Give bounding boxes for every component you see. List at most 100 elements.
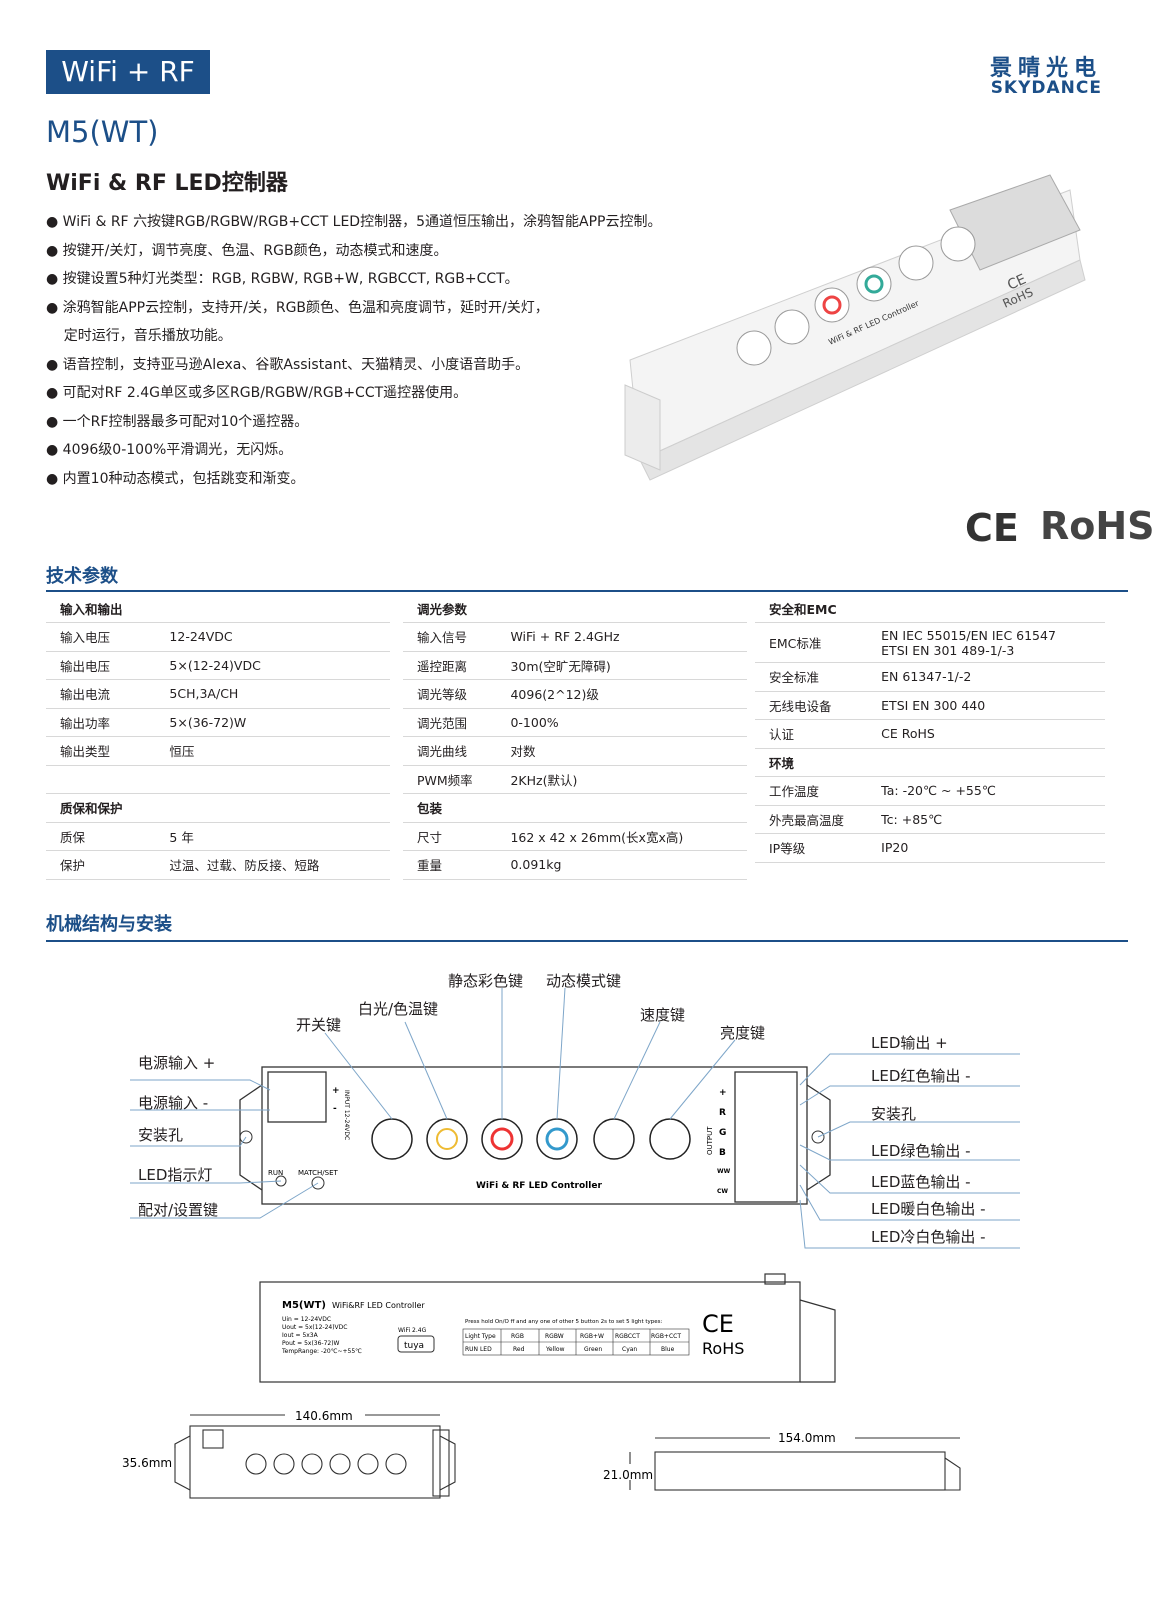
spec-header: 安全和EMC: [755, 594, 868, 623]
spec-value: ETSI EN 300 440: [867, 691, 1105, 720]
spec-key: 调光等级: [403, 679, 497, 709]
spec-value: 12-24VDC: [155, 622, 390, 652]
light-type-header: Light Type: [465, 1333, 496, 1340]
spec-value: 30m(空旷无障碍): [496, 651, 747, 680]
spec-key: 尺寸: [403, 822, 497, 851]
spec-key: 调光范围: [403, 708, 497, 737]
feature-item: ● 涂鸦智能APP云控制，支持开/关，RGB颜色、色温和亮度调节，延时开/关灯，: [46, 299, 549, 316]
spec-value: 5×(12-24)VDC: [155, 651, 390, 680]
back-ce: CE: [702, 1310, 734, 1338]
spec-key: 重量: [403, 850, 497, 880]
terminal-label: R: [719, 1108, 726, 1118]
ce-mark: CE: [965, 506, 1019, 550]
light-type-header: RGBW: [545, 1333, 564, 1340]
callout-white-cct: 白光/色温键: [358, 1000, 439, 1018]
spec-key: EMC标准: [755, 622, 868, 663]
terminal-label: CW: [717, 1188, 728, 1195]
callout-led-red: LED红色输出 -: [871, 1067, 971, 1085]
callout-led-cool-white: LED冷白色输出 -: [871, 1228, 986, 1246]
run-led-cell: Green: [584, 1346, 602, 1353]
spec-key: 调光曲线: [403, 736, 497, 766]
spec-key: 输出类型: [46, 736, 156, 766]
spec-key: 工作温度: [755, 776, 868, 806]
light-type-header: RGB+W: [580, 1333, 604, 1340]
feature-item: ● 内置10种动态模式，包括跳变和渐变。: [46, 470, 305, 487]
front-view-diagram: WiFi & RF LED Controller RUN MATCH/SET I…: [130, 987, 1020, 1249]
callout-led-blue: LED蓝色输出 -: [871, 1173, 971, 1191]
back-spec-line: Uin = 12-24VDC: [282, 1316, 331, 1323]
photo-ce: CE: [1005, 271, 1029, 293]
terminal-label: WW: [717, 1168, 731, 1175]
spec-value: 4096(2^12)级: [496, 679, 747, 709]
feature-item: ● WiFi & RF 六按键RGB/RGBW/RGB+CCT LED控制器，5…: [46, 214, 662, 230]
spec-key: 无线电设备: [755, 691, 868, 720]
match-label: MATCH/SET: [298, 1169, 339, 1177]
brand-name-cn: 景晴光电: [989, 56, 1102, 81]
spec-value: 5CH,3A/CH: [155, 679, 390, 709]
spec-header: 环境: [755, 748, 868, 777]
spec-key: 输出电流: [46, 679, 156, 709]
feature-item: ● 可配对RF 2.4G单区或多区RGB/RGBW/RGB+CCT遥控器使用。: [46, 385, 468, 401]
terminal-label: -: [333, 1104, 337, 1114]
spec-value: IP20: [867, 833, 1105, 863]
back-label-view: M5(WT) WiFi&RF LED Controller Uin = 12-2…: [259, 1273, 836, 1383]
spec-value: 5×(36-72)W: [155, 708, 390, 737]
run-led-cell: Red: [513, 1346, 525, 1353]
spec-value: EN 61347-1/-2: [867, 662, 1105, 692]
spec-key: 输出功率: [46, 708, 156, 737]
feature-item: ● 4096级0-100%平滑调光，无闪烁。: [46, 442, 293, 458]
run-led-cell: Cyan: [622, 1346, 637, 1353]
light-type-header: RGB: [511, 1333, 524, 1340]
terminal-label: +: [332, 1086, 340, 1096]
run-label: RUN: [268, 1169, 283, 1177]
back-spec-line: Uout = 5x(12-24)VDC: [282, 1324, 347, 1331]
spec-section-title: 技术参数: [46, 566, 118, 587]
terminal-label: G: [719, 1128, 726, 1138]
top-dimension-view: 140.6mm 35.6mm: [122, 1409, 456, 1499]
run-led-cell: Yellow: [545, 1346, 565, 1353]
callout-static-color: 静态彩色键: [448, 972, 524, 990]
feature-item: ● 语音控制，支持亚马逊Alexa、谷歌Assistant、天猫精灵、小度语音助…: [46, 356, 530, 373]
feature-item: ● 按键设置5种灯光类型：RGB, RGBW, RGB+W, RGBCCT, R…: [46, 271, 519, 287]
spec-header: 包装: [403, 793, 497, 823]
front-label: WiFi & RF LED Controller: [476, 1181, 602, 1191]
dim-height-side: 21.0mm: [603, 1468, 653, 1482]
callout-mount-hole: 安装孔: [138, 1126, 184, 1144]
spec-value: 0-100%: [496, 708, 747, 737]
callout-led-green: LED绿色输出 -: [871, 1142, 971, 1160]
spec-value: CE RoHS: [867, 719, 1105, 749]
dim-width-top: 140.6mm: [295, 1409, 353, 1423]
tuya-logo: [397, 1335, 435, 1353]
spec-key: 遥控距离: [403, 651, 497, 680]
press-hold-text: Press hold On/O ff and any one of other …: [465, 1319, 663, 1325]
output-label: OUTPUT: [706, 1126, 714, 1155]
brand-name-en: SKYDANCE: [990, 78, 1102, 98]
product-category-badge: WiFi + RF: [46, 50, 210, 94]
back-spec-line: Pout = 5x(36-72)W: [282, 1340, 340, 1347]
spec-value: 162 x 42 x 26mm(长x宽x高): [496, 822, 747, 851]
input-label: INPUT 12-24VDC: [343, 1090, 350, 1140]
tuya-text: tuya: [404, 1341, 424, 1351]
rohs-mark: RoHS: [1040, 504, 1155, 548]
spec-value: 2KHz(默认): [496, 765, 747, 794]
spec-key: 外壳最高温度: [755, 805, 868, 834]
callout-power-in-plus: 电源输入 +: [138, 1054, 216, 1072]
back-rohs: RoHS: [702, 1339, 744, 1358]
light-type-header: RGB+CCT: [651, 1333, 681, 1340]
spec-key: 认证: [755, 719, 868, 749]
callout-brightness: 亮度键: [720, 1024, 766, 1042]
spec-header: 调光参数: [403, 594, 497, 623]
spec-key: 输出电压: [46, 651, 156, 680]
callout-power: 开关键: [296, 1016, 342, 1034]
spec-value: 过温、过载、防反接、短路: [155, 850, 390, 880]
spec-key: IP等级: [755, 833, 868, 863]
spec-value: EN IEC 55015/EN IEC 61547 ETSI EN 301 48…: [867, 622, 1105, 663]
feature-item: ● 按键开/关灯，调节亮度、色温、RGB颜色，动态模式和速度。: [46, 242, 448, 259]
spec-key: 质保: [46, 822, 156, 851]
callout-mount-hole-right: 安装孔: [871, 1105, 917, 1123]
callout-speed: 速度键: [640, 1006, 686, 1024]
product-subtitle: WiFi & RF LED控制器: [46, 171, 288, 196]
spec-header: 输入和输出: [46, 594, 156, 623]
